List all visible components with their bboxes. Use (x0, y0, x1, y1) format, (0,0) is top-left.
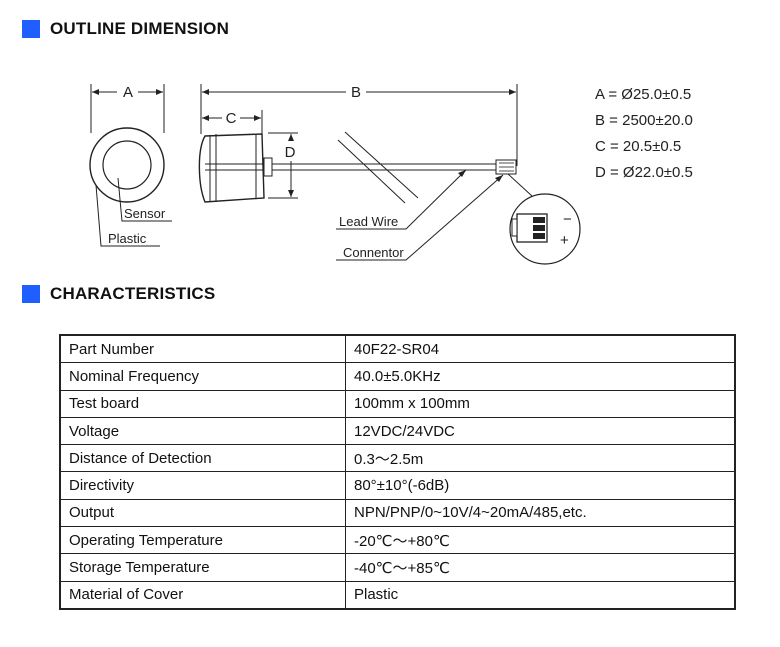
connector-detail: − + (507, 173, 581, 265)
sensor-side-view (198, 133, 273, 203)
row-key: Operating Temperature (59, 526, 346, 555)
dim-label-c: C (226, 110, 237, 127)
callout-sensor: Sensor (124, 206, 166, 221)
row-value: -20℃～+80℃ (345, 526, 736, 555)
row-value: 80°±10°(-6dB) (345, 471, 736, 500)
row-value: Plastic (345, 580, 736, 610)
row-key: Output (59, 498, 346, 528)
dim-label-b: B (351, 84, 361, 101)
callout-plastic: Plastic (108, 231, 147, 246)
row-value: NPN/PNP/0~10V/4~20mA/485,etc. (345, 498, 736, 528)
polarity-minus: − (563, 211, 572, 228)
row-value: 12VDC/24VDC (345, 416, 736, 446)
table-row: Operating Temperature-20℃～+80℃ (59, 526, 736, 555)
dimension-a: A (90, 84, 165, 133)
row-key: Part Number (59, 334, 346, 364)
spec-b: B = 2500±20.0 (595, 112, 693, 129)
characteristics-header: CHARACTERISTICS (22, 284, 215, 304)
outline-title: OUTLINE DIMENSION (50, 19, 230, 38)
outline-header: OUTLINE DIMENSION (22, 19, 229, 39)
cable (272, 131, 517, 204)
row-key: Distance of Detection (59, 444, 346, 473)
dim-label-a: A (123, 84, 133, 101)
row-key: Nominal Frequency (59, 362, 346, 391)
row-value: 40F22-SR04 (345, 334, 736, 364)
row-key: Material of Cover (59, 580, 346, 610)
dim-label-d: D (285, 144, 296, 161)
callout-lead-wire: Lead Wire (339, 214, 398, 229)
row-key: Storage Temperature (59, 553, 346, 582)
callout-connector: Connentor (343, 245, 404, 260)
characteristics-title: CHARACTERISTICS (50, 284, 216, 303)
row-key: Voltage (59, 416, 346, 446)
dimension-b: B (200, 84, 518, 166)
cable-callouts: Lead Wire Connentor (336, 169, 504, 261)
outline-drawing: A Sensor Plastic B C D (89, 84, 581, 265)
row-value: 100mm x 100mm (345, 389, 736, 418)
front-callouts: Sensor Plastic (95, 177, 172, 247)
polarity-plus: + (560, 232, 569, 249)
table-row: Storage Temperature-40℃～+85℃ (59, 553, 736, 582)
spec-a: A = Ø25.0±0.5 (595, 86, 692, 103)
section-marker-icon (22, 285, 40, 303)
row-value: -40℃～+85℃ (345, 553, 736, 582)
spec-d: D = Ø22.0±0.5 (595, 164, 693, 181)
row-value: 40.0±5.0KHz (345, 362, 736, 391)
row-key: Directivity (59, 471, 346, 500)
dimension-d: D (268, 132, 298, 199)
row-value: 0.3～2.5m (345, 444, 736, 473)
section-marker-icon (22, 20, 40, 38)
row-key: Test board (59, 389, 346, 418)
sensor-front-view (89, 127, 165, 203)
spec-c: C = 20.5±0.5 (595, 138, 682, 155)
